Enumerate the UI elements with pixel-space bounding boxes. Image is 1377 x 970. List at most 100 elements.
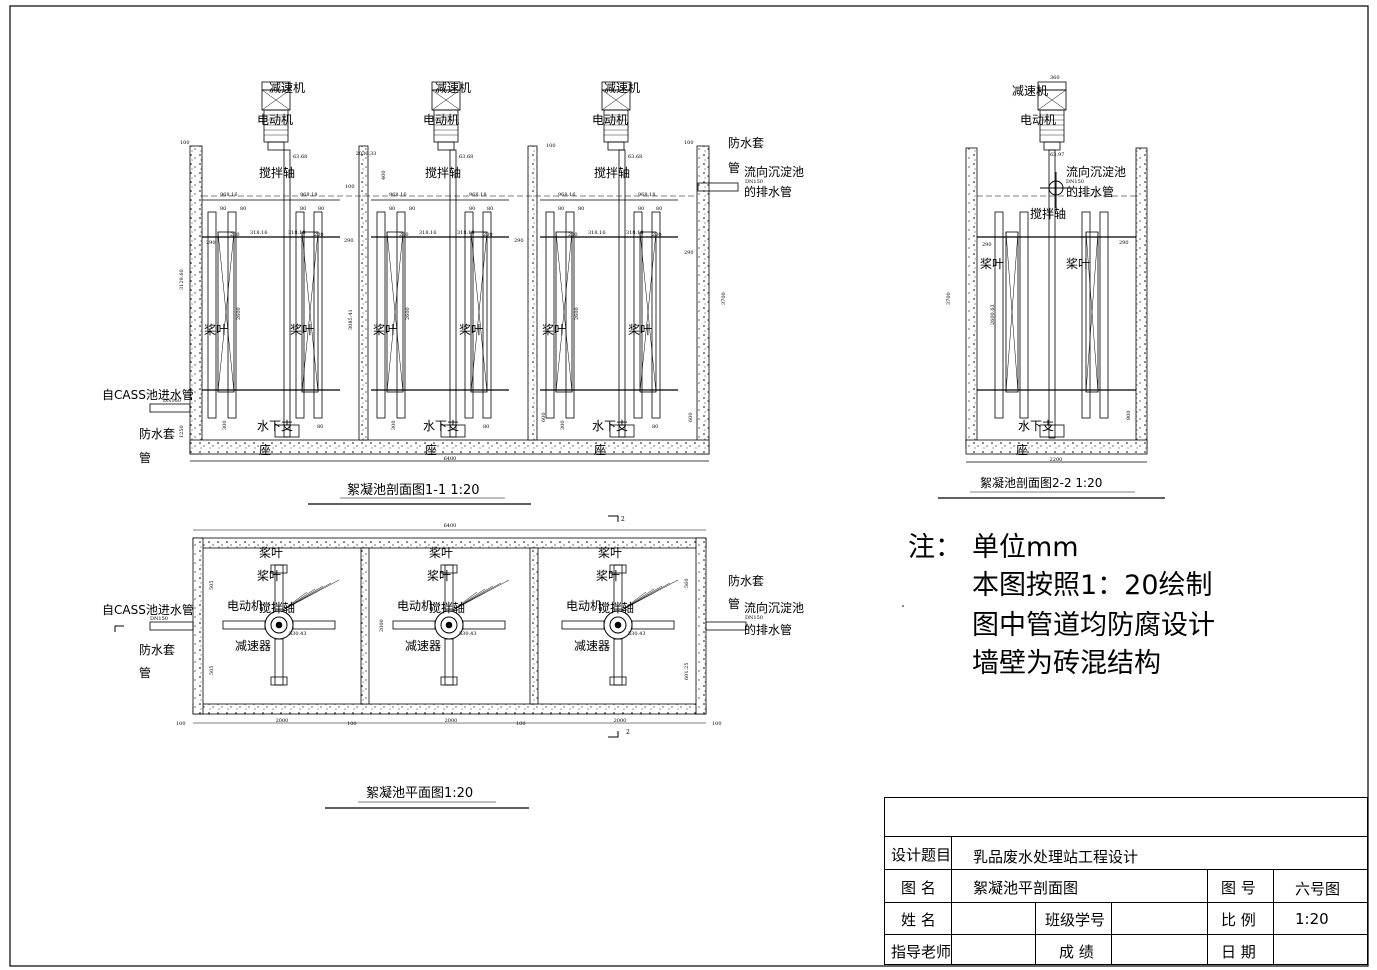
- s22-label-support2: 座: [1016, 442, 1028, 457]
- plan-wall-l: 100: [176, 721, 186, 727]
- s11-cell-2-label-shaft: 搅拌轴: [425, 165, 461, 180]
- s11-cell-2-label-motor: 电动机: [423, 113, 459, 127]
- s11-cell-2-dim-half-r: 968.18: [469, 192, 487, 198]
- s11-cell-2-dim-bottom: 300: [391, 420, 397, 430]
- note-line-1: 单位mm: [972, 532, 1079, 563]
- plan-depth: 2000: [379, 619, 385, 632]
- s11-outlet-pipe: [697, 182, 739, 192]
- s11-cell-3-label-shaft: 搅拌轴: [594, 165, 630, 180]
- plan-cell-3-hub-mid: [609, 616, 627, 634]
- s22-support: [1039, 424, 1065, 438]
- name-label: 姓 名: [901, 911, 936, 929]
- plan-cell-w-2: 2000: [445, 718, 458, 724]
- s11-cell-1-dim-gap-l: 318.16: [250, 230, 268, 236]
- section-2-2: [965, 147, 1148, 463]
- plan-partition-2: [529, 547, 539, 705]
- plan-cell-2-spoke-4: [452, 579, 510, 611]
- s11-cell-2-dim-bw-r: 80: [487, 206, 493, 212]
- s11-cell-1-label-blade-r: 桨叶: [290, 323, 314, 337]
- s11-cell-1-dim-bottom: 300: [222, 420, 228, 430]
- s11-wall-dim-4: 100: [345, 184, 355, 190]
- s11-base-1: 600: [541, 412, 547, 422]
- s22-depth: 3700: [946, 292, 952, 305]
- plan-cell-2-label-reducer: 减速器: [405, 639, 441, 653]
- plan-cell-1-arm-s: [274, 638, 284, 686]
- grade-label: 成 绩: [1059, 943, 1094, 961]
- s22-label-blade-l: 桨叶: [980, 257, 1004, 271]
- s11-cell-3-label-blade-r: 桨叶: [628, 323, 652, 337]
- s11-cell-2-shaft: [449, 149, 457, 438]
- s22-label-blade-r: 桨叶: [1066, 257, 1090, 271]
- s11-cell-1-dim-half-l: 968.16: [220, 192, 238, 198]
- s11-cell-2-dim-cover: 63.68: [459, 154, 473, 160]
- s22-blade-1: [1019, 211, 1029, 419]
- s22-blade-h: 2600.63: [990, 304, 996, 325]
- s11-cell-3-dim-blade-h: 2600: [574, 307, 580, 320]
- note-line-3: 图中管道均防腐设计: [972, 610, 1215, 641]
- plan-cell-1-spoke-4: [282, 579, 340, 611]
- drawing-label: 图 名: [901, 879, 936, 897]
- s11-cell-1-dim-support-w: 80: [317, 424, 323, 430]
- s11-cell-3-dim-half-l: 968.16: [558, 192, 576, 198]
- s11-cell-3-label-motor: 电动机: [592, 113, 628, 127]
- note-line-4: 墙壁为砖混结构: [972, 648, 1161, 679]
- s22-mixer-reducer-x2: [1037, 89, 1067, 111]
- s11-cell-1-blade-3: [313, 211, 323, 419]
- s11-cell-3-dim-gap-l: 318.16: [588, 230, 606, 236]
- s11-cell-3-dim-gap-r: 318.18: [626, 230, 644, 236]
- plan-sleeve-l: 防水套: [139, 642, 175, 657]
- s11-cell-2-blade-0: [376, 211, 386, 419]
- s11-cell-1-dim-off-r: 200: [314, 232, 324, 238]
- s11-cell-1-label-support: 水下支: [257, 419, 293, 433]
- plan-cell-3-label-reducer: 减速器: [574, 639, 610, 653]
- plan-partition-1: [360, 547, 370, 705]
- plan-cell-w-3: 2000: [614, 718, 627, 724]
- s11-sleeve-left: 防水套: [139, 426, 175, 441]
- s22-label-reducer: 减速机: [1012, 84, 1048, 98]
- plan-lower: 505: [209, 665, 215, 675]
- s11-cell-1-dim-half-r: 968.18: [300, 192, 318, 198]
- s11-cell-1-support: [274, 424, 300, 438]
- s11-cell-2-label-support: 水下支: [423, 419, 459, 433]
- plan-upper: 505: [209, 580, 215, 590]
- plan-cell-1-arm-w: [222, 620, 266, 630]
- s11-cell-1-dim-bw-r: 80: [318, 206, 324, 212]
- s22-shaft: [1048, 149, 1056, 439]
- plan-sleeve-r-2: 管: [728, 596, 740, 611]
- s11-wall-dim: 100: [180, 140, 190, 146]
- plan-right-wall: [695, 537, 707, 715]
- s11-cell-1-panel-diag-b-0: [217, 231, 235, 393]
- s11-cell-1-panel-diag-b-1: [301, 231, 319, 393]
- s11-cell-2-blade-2: [464, 211, 474, 419]
- s11-cell-1-dim-bw-2: 80: [240, 206, 246, 212]
- left-wall: [189, 145, 203, 455]
- plan-cell-1-spoke-1: [282, 588, 316, 611]
- plan-inlet: 自CASS池进水管: [102, 602, 194, 617]
- s22-mixer-coupling: [1043, 141, 1061, 151]
- s11-inlet-h: 1250: [179, 425, 185, 438]
- s11-cell-2-dim-gap-l: 318.16: [419, 230, 437, 236]
- s11-dn150-in: DN150: [163, 398, 181, 404]
- plan-view: [114, 515, 747, 738]
- partition-2: [527, 145, 538, 441]
- s22-blade-3: [1099, 211, 1109, 419]
- s11-title: 絮凝池剖面图1-1 1:20: [347, 482, 480, 498]
- s22-panel-diag-b-0: [1005, 231, 1019, 393]
- s11-cell-3-panel-0: [555, 231, 573, 393]
- s11-cell-2-dim-gap-r: 318.18: [457, 230, 475, 236]
- plan-mark-bottom: 2: [626, 729, 630, 736]
- s22-panel-0: [1005, 231, 1019, 393]
- plan-left-wall: [192, 537, 204, 715]
- plan-cell-2-arm-e: [462, 620, 506, 630]
- plan-cell-1-label-motor: 电动机: [227, 599, 263, 613]
- s11-inlet-pipe: [149, 403, 191, 413]
- plan-cell-3-arm-w: [561, 620, 605, 630]
- s11-sleeve-right: 防水套: [728, 135, 764, 150]
- s11-cell-3-dim-off-r: 200: [652, 232, 662, 238]
- s11-mixer-3-reducer-x2: [601, 89, 631, 111]
- s22-width: 2200: [1050, 457, 1063, 463]
- plan-cell-1-hub-mid: [270, 616, 288, 634]
- s11-cell-1-dim-off-l: 200: [230, 232, 240, 238]
- base-slab: [189, 439, 710, 455]
